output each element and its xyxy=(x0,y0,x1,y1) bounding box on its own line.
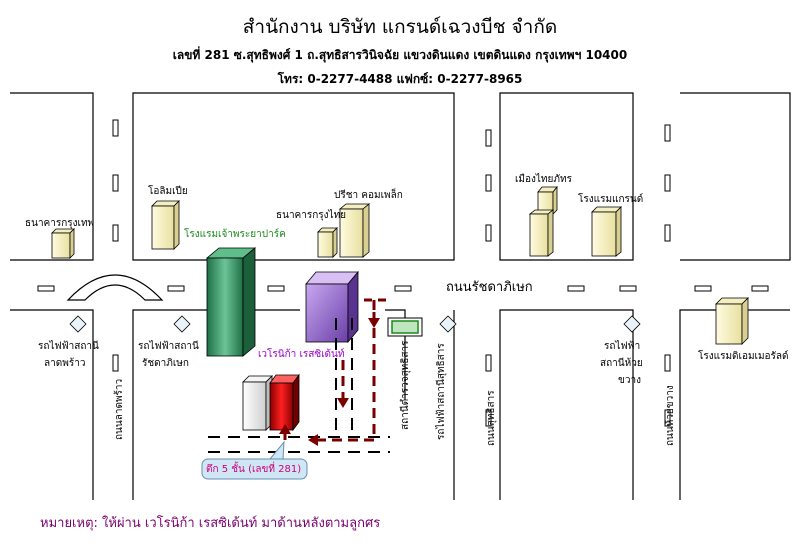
label-station-sutthisan: รถไฟฟ้าสถานีสุทธิสาร xyxy=(435,343,447,440)
building-muang-thai xyxy=(528,185,558,257)
label-chaophraya-park: โรงแรมเจ้าพระยาปาร์ค xyxy=(184,227,286,240)
label-station-huai-khwang-1: รถไฟฟ้า xyxy=(604,340,640,352)
label-station-lat-phrao-1: รถไฟฟ้าสถานี xyxy=(38,340,99,352)
building-emerald-hotel xyxy=(715,297,749,345)
company-title: สำนักงาน บริษัท แกรนด์เฉวงบีช จำกัด xyxy=(242,16,558,38)
label-muang-thai: เมืองไทยภัทร xyxy=(515,173,573,185)
station-marker-icons xyxy=(69,315,641,333)
label-emerald-hotel: โรงแรมดิเอมเมอรัลด์ xyxy=(698,349,789,362)
road-label-ratchada: ถนนรัชดาภิเษก xyxy=(446,280,533,295)
route-arrowheads xyxy=(279,318,380,446)
label-bangkok-bank: ธนาคารกรุงเทพ xyxy=(25,218,94,229)
alley-dashes xyxy=(208,318,390,453)
police-station-icon xyxy=(387,317,423,337)
label-pridi-complex: ปรีชา คอมเพล็ก xyxy=(334,187,403,201)
office-callout xyxy=(201,440,308,480)
building-bangkok-bank xyxy=(51,228,75,259)
building-olympia xyxy=(151,200,180,250)
label-thai-bank: ธนาคารกรุงไทย xyxy=(276,209,346,221)
building-office-destination xyxy=(269,373,300,432)
road-label-sutthisan: ถนนสุทธิสาร xyxy=(486,390,497,446)
company-address: เลขที่ 281 ซ.สุทธิพงศ์ 1 ถ.สุทธิสารวินิจ… xyxy=(172,48,628,62)
label-station-ratchada-2: รัชดาภิเษก xyxy=(142,358,189,369)
company-phone: โทร: 0-2277-4488 แฟกซ์: 0-2277-8965 xyxy=(277,72,523,86)
building-grand-hotel xyxy=(591,206,622,257)
building-veronica xyxy=(305,270,359,344)
label-station-huai-khwang-2: สถานีห้วย xyxy=(600,357,643,369)
label-office: ตึก 5 ชั้น (เลขที่ 281) xyxy=(206,461,301,475)
route-arrow xyxy=(283,300,376,442)
label-station-lat-phrao-2: ลาดพร้าว xyxy=(44,357,85,369)
building-pridi-complex xyxy=(338,203,371,258)
label-sutthisan-police: สถานีตำรวจสุทธิสาร xyxy=(399,340,411,430)
overpass-icon xyxy=(66,274,164,301)
building-neighbor xyxy=(242,375,273,431)
lane-markings xyxy=(37,119,769,427)
label-olympia: โอลิมเปีย xyxy=(148,184,188,197)
building-thai-bank xyxy=(317,227,338,258)
road-label-huai-khwang: ถนนห้วยขวาง xyxy=(664,385,676,446)
label-station-ratchada-1: รถไฟฟ้าสถานี xyxy=(138,340,199,352)
label-station-huai-khwang-3: ขวาง xyxy=(618,375,641,386)
label-grand-hotel: โรงแรมแกรนด์ xyxy=(578,192,643,205)
road-label-lat-phrao: ถนนลาดพร้าว xyxy=(113,379,125,440)
label-veronica: เวโรนิก้า เรสซิเด้นท์ xyxy=(258,347,344,360)
building-chaophraya-park xyxy=(205,247,257,357)
route-note: หมายเหตุ: ให้ผ่าน เวโรนิก้า เรสซิเด้นท์ … xyxy=(40,516,381,531)
road-network xyxy=(10,92,791,500)
